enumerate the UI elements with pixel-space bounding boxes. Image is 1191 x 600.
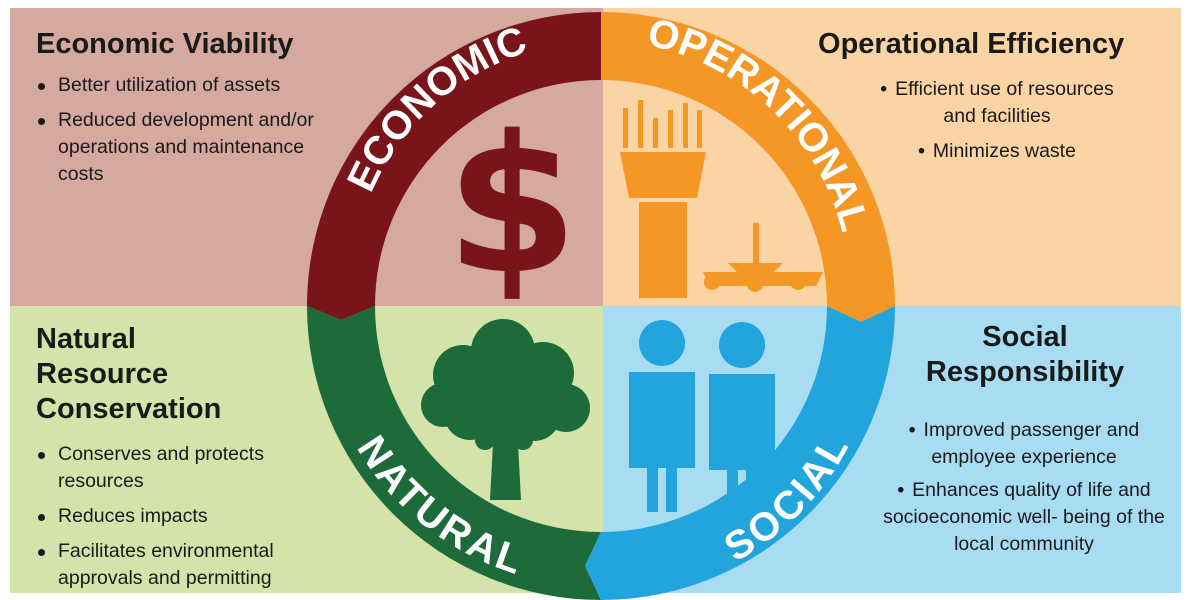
bullet-text: Minimizes waste: [932, 140, 1076, 162]
social-bullets-box: •Improved passenger and employee experie…: [868, 417, 1180, 558]
list-item: Better utilization of assets: [36, 72, 326, 99]
list-item: •Efficient use of resources and faciliti…: [880, 78, 1114, 127]
social-ring-segment: [585, 306, 895, 600]
svg-text:$: $: [446, 95, 578, 316]
operational-bullets: •Efficient use of resources and faciliti…: [862, 76, 1132, 165]
list-item: Reduces impacts: [36, 503, 306, 530]
title-initial: E: [36, 28, 56, 60]
operational-bullets-box: •Efficient use of resources and faciliti…: [862, 76, 1132, 165]
list-item: •Minimizes waste: [918, 140, 1076, 162]
natural-ring-segment: [307, 306, 601, 600]
economic-bullets: Better utilization of assets Reduced dev…: [36, 72, 326, 188]
dollar-sign-icon: $: [446, 95, 578, 316]
operational-title: Operational Efficiency: [818, 27, 1158, 62]
bullet-text: Efficient use of resources and facilitie…: [895, 78, 1114, 127]
title-rest: conomic Viability: [55, 28, 294, 60]
social-text: Social Responsibility: [900, 320, 1150, 390]
list-item: •Improved passenger and employee experie…: [908, 419, 1140, 468]
bullet-text: Improved passenger and employee experien…: [923, 419, 1140, 468]
title-initial: S: [982, 321, 1002, 353]
economic-title: Economic Viability: [36, 27, 326, 62]
natural-bullets: Conserves and protects resources Reduces…: [36, 441, 306, 592]
natural-title: Natural Resource Conservation: [36, 322, 266, 427]
list-item: Conserves and protects resources: [36, 441, 306, 495]
operational-ring-segment: [601, 12, 895, 322]
social-bullets: •Improved passenger and employee experie…: [868, 417, 1180, 558]
natural-text: Natural Resource Conservation Conserves …: [36, 322, 306, 592]
social-title: Social Responsibility: [925, 320, 1125, 390]
title-rest: ocial Responsibility: [925, 321, 1125, 388]
two-people-icon: [629, 320, 775, 514]
economic-ring-segment: [307, 12, 617, 320]
tree-icon: [421, 319, 590, 500]
title-rest: perational Efficiency: [840, 28, 1125, 60]
bullet-text: Enhances quality of life and socioeconom…: [883, 479, 1165, 555]
list-item: Reduced development and/or operations an…: [36, 107, 326, 188]
list-item: Facilitates environmental approvals and …: [36, 538, 306, 592]
economic-text: Economic Viability Better utilization of…: [36, 27, 326, 188]
title-rest: atural Resource Conservation: [36, 323, 222, 425]
title-initial: N: [36, 323, 57, 355]
operational-text: Operational Efficiency: [818, 27, 1158, 62]
control-tower-airplane-icon: [620, 100, 823, 298]
list-item: •Enhances quality of life and socioecono…: [883, 479, 1165, 555]
title-initial: O: [818, 28, 841, 60]
